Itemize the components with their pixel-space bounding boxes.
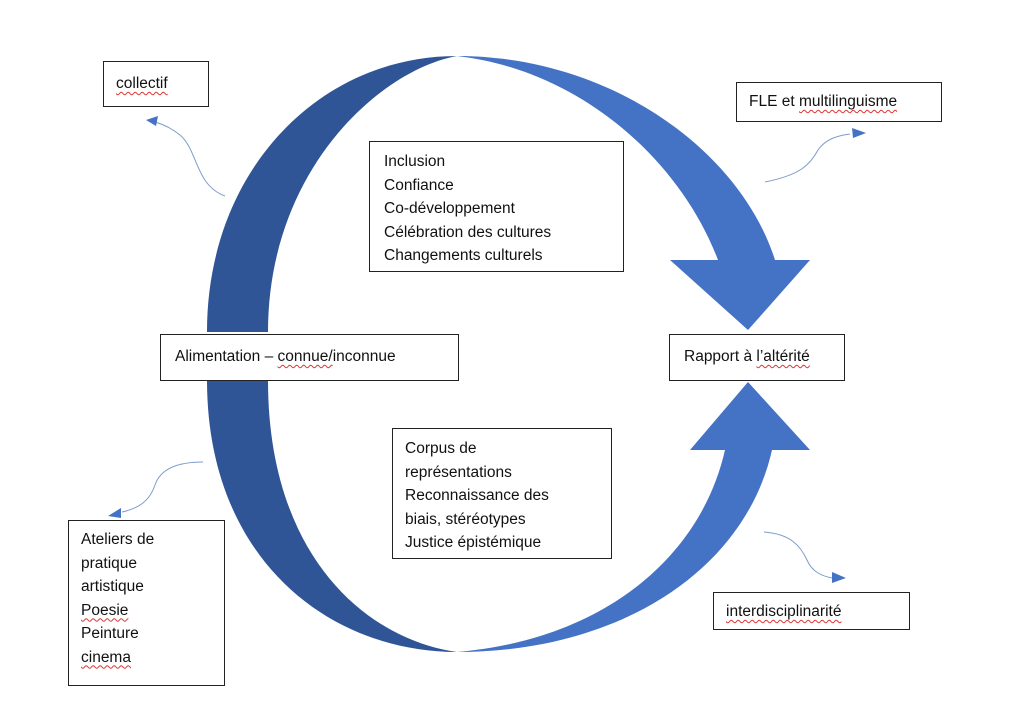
ateliers-item: artistique [81, 578, 144, 595]
fle-underlined: multilinguisme [798, 93, 898, 110]
ateliers-item: Poesie [81, 601, 129, 619]
bottom-value-item: Reconnaissance des [405, 487, 549, 504]
bottom-value-item: représentations [405, 463, 512, 481]
top-value-item: Changements culturels [384, 247, 543, 264]
bottom-arrow-left-half [207, 380, 457, 652]
connector-ateliers [121, 461, 204, 513]
bottom-value-item: Corpus de [405, 440, 477, 457]
ateliers-item: pratique [81, 554, 138, 572]
fle-prefix: FLE et [749, 93, 799, 110]
top-arrow-right-half [457, 56, 810, 330]
collectif-box: collectif [103, 61, 209, 107]
connector-collectif-arrowhead [146, 116, 158, 126]
top-value-item: Co-développement [384, 200, 515, 217]
fle-box: FLE et multilinguisme [736, 82, 942, 122]
left-node-box: Alimentation – connue/inconnue [160, 334, 459, 381]
ateliers-box: Ateliers de pratique artistique Poesie P… [68, 520, 225, 686]
connector-interdisciplinarite-arrowhead [832, 572, 846, 583]
connector-fle-arrowhead [852, 128, 866, 138]
connector-collectif [154, 121, 226, 197]
top-value-item: Confiance [384, 176, 454, 194]
left-node-underlined: connue/ [277, 348, 333, 365]
left-node-prefix: Alimentation – [175, 348, 278, 365]
top-value-item: Célébration des cultures [384, 223, 552, 241]
right-node-prefix: Rapport à [684, 348, 757, 365]
top-arrow-left-half [207, 56, 457, 332]
bottom-value-item: Justice épistémique [405, 534, 542, 551]
ateliers-item: cinema [81, 648, 131, 666]
connector-interdisciplinarite [763, 531, 833, 579]
bottom-arrow-right-half [457, 382, 810, 652]
right-node-box: Rapport à l’altérité [669, 334, 845, 381]
connector-fle [764, 133, 851, 183]
interdisciplinarite-label: interdisciplinarité [726, 603, 842, 620]
connector-ateliers-arrowhead [108, 508, 121, 518]
collectif-label: collectif [116, 75, 168, 92]
left-node-suffix: inconnue [332, 348, 396, 365]
bottom-values-box: Corpus de représentations Reconnaissance… [392, 428, 612, 559]
right-node-underlined: l’altérité [756, 348, 810, 365]
bottom-value-item: biais, stéréotypes [405, 510, 526, 528]
ateliers-item: Ateliers de [81, 531, 155, 548]
top-values-box: Inclusion Confiance Co-développement Cél… [369, 141, 624, 272]
ateliers-item: Peinture [81, 625, 139, 642]
top-value-item: Inclusion [384, 153, 446, 170]
interdisciplinarite-box: interdisciplinarité [713, 592, 910, 630]
